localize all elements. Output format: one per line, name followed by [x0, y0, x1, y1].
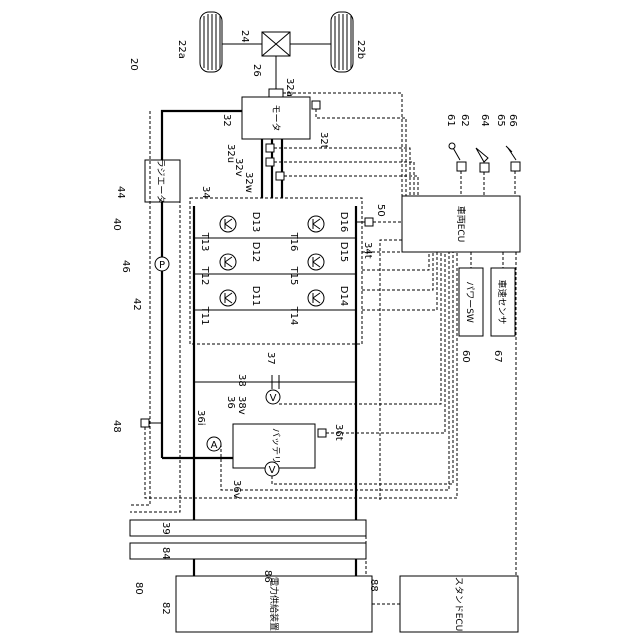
- svg-text:V: V: [270, 393, 277, 404]
- svg-text:84: 84: [160, 547, 171, 560]
- svg-text:34t: 34t: [362, 242, 373, 259]
- label-T14: T14: [288, 306, 299, 326]
- svg-text:32a: 32a: [284, 78, 295, 97]
- label-T11: T11: [199, 306, 210, 326]
- svg-text:22a: 22a: [176, 40, 187, 59]
- svg-text:44: 44: [115, 186, 126, 199]
- svg-text:A: A: [211, 440, 218, 451]
- wheel-22b: [331, 12, 353, 72]
- svg-text:V: V: [269, 465, 276, 476]
- svg-text:88: 88: [368, 579, 379, 592]
- motor-label: モータ: [270, 104, 281, 131]
- svg-text:36i: 36i: [195, 410, 206, 426]
- current-sensor-32v: [266, 158, 274, 166]
- rotation-sensor-32a: [269, 89, 283, 97]
- label-T13: T13: [199, 232, 210, 252]
- supply-device-label: 電力供給装置: [268, 577, 280, 631]
- label-T12: T12: [199, 266, 210, 286]
- speed-sensor-label: 車速センサ: [496, 279, 508, 324]
- temp-sensor-48: [141, 419, 149, 427]
- igbt-t16-d16: [308, 216, 324, 232]
- svg-text:65: 65: [495, 114, 506, 127]
- battery-label: バッテリ: [270, 428, 281, 464]
- svg-text:32: 32: [221, 114, 232, 127]
- svg-text:67: 67: [492, 350, 503, 363]
- svg-text:64: 64: [479, 114, 490, 127]
- igbt-t11-d11: [220, 290, 236, 306]
- svg-text:39: 39: [160, 522, 171, 535]
- pump-letter: P: [159, 260, 165, 271]
- differential-gear-24: [262, 32, 290, 56]
- label-T16: T16: [288, 232, 299, 252]
- svg-text:61: 61: [445, 114, 456, 127]
- shift-lever-sensor: [449, 143, 466, 171]
- vehicle-ecu-label: 車両ECU: [455, 206, 467, 243]
- temp-sensor-32t: [312, 101, 320, 109]
- label-D11: D11: [250, 286, 261, 306]
- current-sensor-32w: [276, 172, 284, 180]
- svg-text:48: 48: [111, 420, 122, 433]
- svg-text:22b: 22b: [355, 40, 366, 59]
- svg-text:60: 60: [460, 350, 471, 363]
- svg-text:66: 66: [507, 114, 518, 127]
- svg-text:62: 62: [459, 114, 470, 127]
- current-sensor-32u: [266, 144, 274, 152]
- svg-text:46: 46: [120, 260, 131, 273]
- accelerator-pedal-sensor: [476, 148, 489, 172]
- power-switch-label: パワーSW: [464, 281, 475, 323]
- svg-text:36t: 36t: [333, 424, 344, 441]
- stand-ecu-label: スタンドECU: [453, 577, 464, 632]
- temp-sensor-36t: [318, 429, 326, 437]
- label-D13: D13: [250, 212, 261, 232]
- label-D15: D15: [338, 242, 349, 262]
- svg-text:82: 82: [160, 602, 171, 615]
- wheel-22a: [200, 12, 222, 72]
- label-D16: D16: [338, 212, 349, 232]
- igbt-t13-d13: [220, 216, 236, 232]
- igbt-t14-d14: [308, 290, 324, 306]
- igbt-t12-d12: [220, 254, 236, 270]
- radiator-label: ラジエータ: [155, 159, 166, 204]
- svg-text:26: 26: [251, 64, 262, 77]
- brake-pedal-sensor: [506, 146, 520, 171]
- svg-text:20: 20: [128, 58, 139, 71]
- svg-text:32v: 32v: [233, 158, 244, 177]
- svg-text:37: 37: [265, 352, 276, 365]
- svg-text:86: 86: [262, 570, 273, 583]
- label-D12: D12: [250, 242, 261, 262]
- svg-text:80: 80: [133, 582, 144, 595]
- label-D14: D14: [338, 286, 349, 306]
- svg-text:34: 34: [200, 186, 211, 199]
- temp-sensor-34t: [365, 218, 373, 226]
- svg-text:32w: 32w: [243, 172, 254, 193]
- inverter-box: [190, 198, 362, 344]
- label-T15: T15: [288, 266, 299, 286]
- svg-text:24: 24: [239, 30, 250, 43]
- svg-text:38v: 38v: [236, 396, 247, 415]
- svg-text:50: 50: [375, 204, 386, 217]
- svg-text:38: 38: [236, 374, 247, 387]
- svg-text:32t: 32t: [318, 132, 329, 149]
- svg-text:36: 36: [225, 396, 236, 409]
- svg-text:36v: 36v: [231, 480, 242, 499]
- svg-text:40: 40: [111, 218, 122, 231]
- svg-text:42: 42: [131, 298, 142, 311]
- igbt-t15-d15: [308, 254, 324, 270]
